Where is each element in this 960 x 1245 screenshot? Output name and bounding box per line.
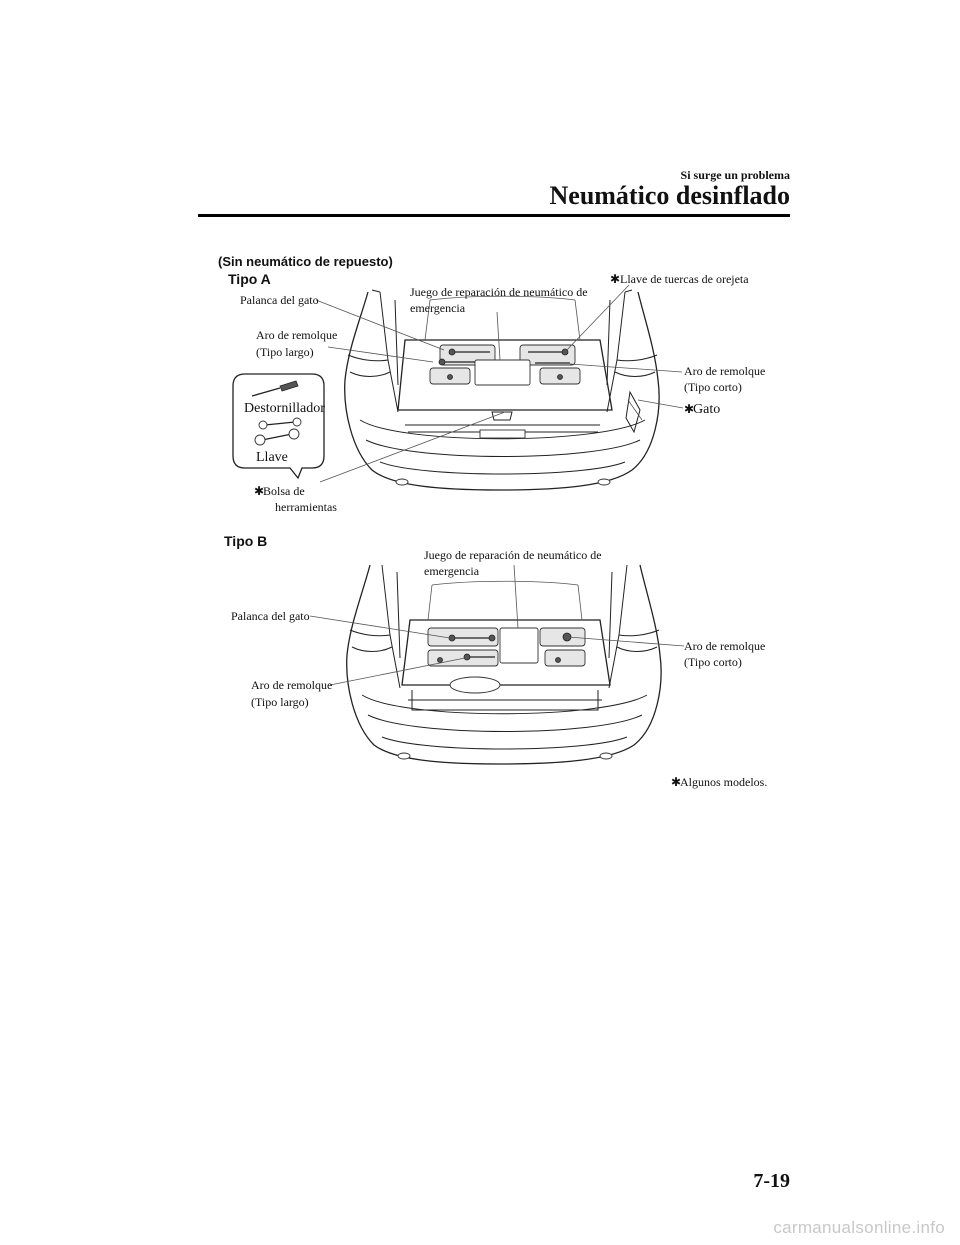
label-kit-a-1: Juego de reparación de neumático de <box>410 285 588 299</box>
label-palanca-a: Palanca del gato <box>240 293 319 307</box>
label-aro-largo-b-2: (Tipo largo) <box>251 695 309 709</box>
page-number: 7-19 <box>753 1170 790 1192</box>
label-destornillador: Destornillador <box>244 401 325 416</box>
label-aro-largo-a-2: (Tipo largo) <box>256 345 314 359</box>
label-kit-b-2: emergencia <box>424 564 480 578</box>
label-gato: Gato <box>693 402 721 417</box>
label-kit-b-1: Juego de reparación de neumático de <box>424 548 602 562</box>
label-palanca-b: Palanca del gato <box>231 609 310 623</box>
label-kit-a-2: emergencia <box>410 301 466 315</box>
footnote: Algunos modelos. <box>680 775 768 789</box>
asterisk-icon: ✱ <box>684 402 695 416</box>
label-bolsa-1: Bolsa de <box>263 484 305 498</box>
section-label: Si surge un problema <box>680 168 790 182</box>
label-llave: Llave <box>256 450 288 465</box>
type-a-heading: Tipo A <box>228 271 271 287</box>
label-llave-tuercas: Llave de tuercas de orejeta <box>620 272 749 286</box>
label-bolsa-2: herramientas <box>275 500 337 514</box>
label-aro-corto-b-1: Aro de remolque <box>684 639 766 653</box>
type-a-illustration <box>232 284 684 491</box>
asterisk-icon: ✱ <box>610 272 621 286</box>
header-rule <box>198 214 790 217</box>
label-aro-corto-b-2: (Tipo corto) <box>684 655 742 669</box>
screwdriver-icon <box>251 380 299 397</box>
label-aro-largo-b-1: Aro de remolque <box>251 678 333 692</box>
asterisk-icon: ✱ <box>254 484 265 498</box>
label-aro-corto-a-2: (Tipo corto) <box>684 380 742 394</box>
wrench-icon <box>254 417 302 446</box>
watermark: carmanualsonline.info <box>773 1218 945 1237</box>
type-b-illustration <box>309 564 685 765</box>
label-aro-corto-a-1: Aro de remolque <box>684 364 766 378</box>
type-b-heading: Tipo B <box>224 533 268 549</box>
label-aro-largo-a-1: Aro de remolque <box>256 328 338 342</box>
figure-subtitle: (Sin neumático de repuesto) <box>218 254 393 269</box>
asterisk-icon: ✱ <box>671 775 682 789</box>
page-title: Neumático desinflado <box>549 181 791 210</box>
